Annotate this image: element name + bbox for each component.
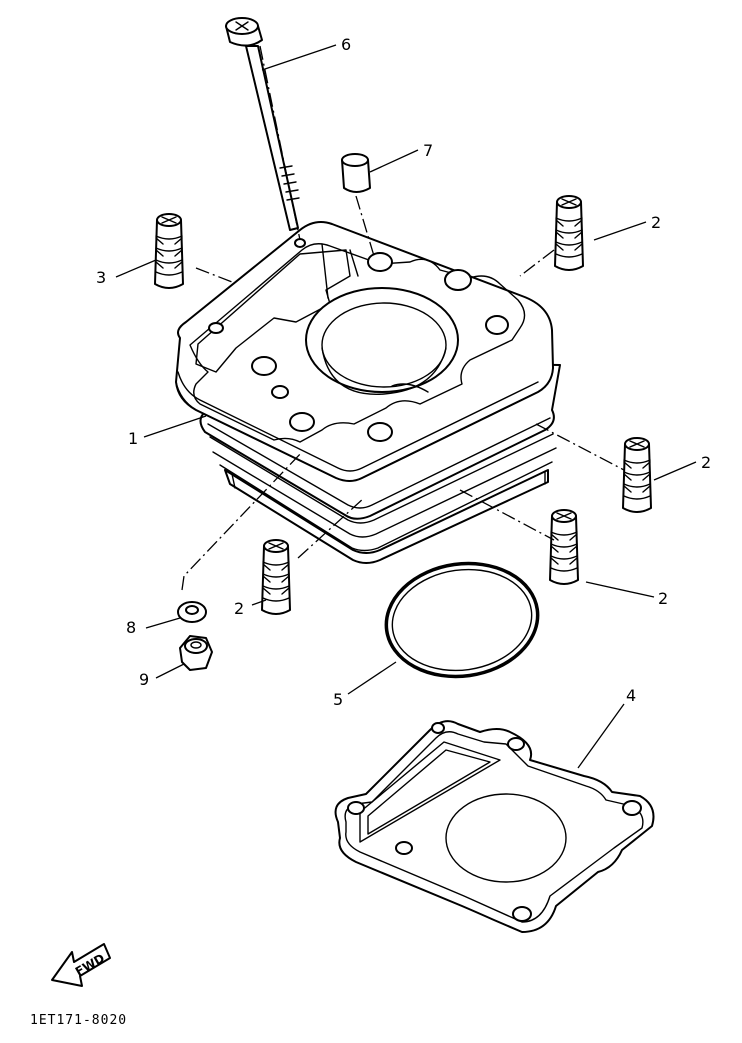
dowel-pin-2-upper-right — [554, 195, 584, 271]
callout-9: 9 — [139, 670, 149, 689]
cylinder-head-gasket — [334, 720, 655, 933]
callout-1: 1 — [128, 429, 138, 448]
callout-2-right: 2 — [701, 453, 711, 472]
dowel-pin-2-right — [622, 437, 652, 513]
callout-2-lower-left: 2 — [234, 599, 244, 618]
dowel-collar — [341, 153, 371, 193]
washer — [177, 601, 207, 623]
fwd-arrow-icon: FWD — [51, 943, 111, 987]
dowel-pin-2-lower-right — [549, 509, 579, 585]
callout-8: 8 — [126, 618, 136, 637]
leader-lines — [115, 44, 697, 769]
stud-bolt — [225, 17, 300, 231]
callout-5: 5 — [333, 690, 343, 709]
nut — [179, 635, 213, 671]
o-ring — [384, 561, 540, 679]
callout-3: 3 — [96, 268, 106, 287]
callouts: 1 2 2 2 2 3 4 5 6 7 8 9 — [96, 35, 711, 709]
callout-2-upper-right: 2 — [651, 213, 661, 232]
callout-7: 7 — [423, 141, 433, 160]
dowel-pin-2-lower-left — [261, 539, 291, 615]
callout-2-lower-right: 2 — [658, 589, 668, 608]
assembly-lines — [181, 45, 625, 591]
drawing-code: 1ET171-8020 — [30, 1013, 127, 1028]
cylinder — [175, 221, 561, 564]
dowel-pin-3 — [154, 213, 184, 289]
callout-4: 4 — [626, 686, 636, 705]
callout-6: 6 — [341, 35, 351, 54]
